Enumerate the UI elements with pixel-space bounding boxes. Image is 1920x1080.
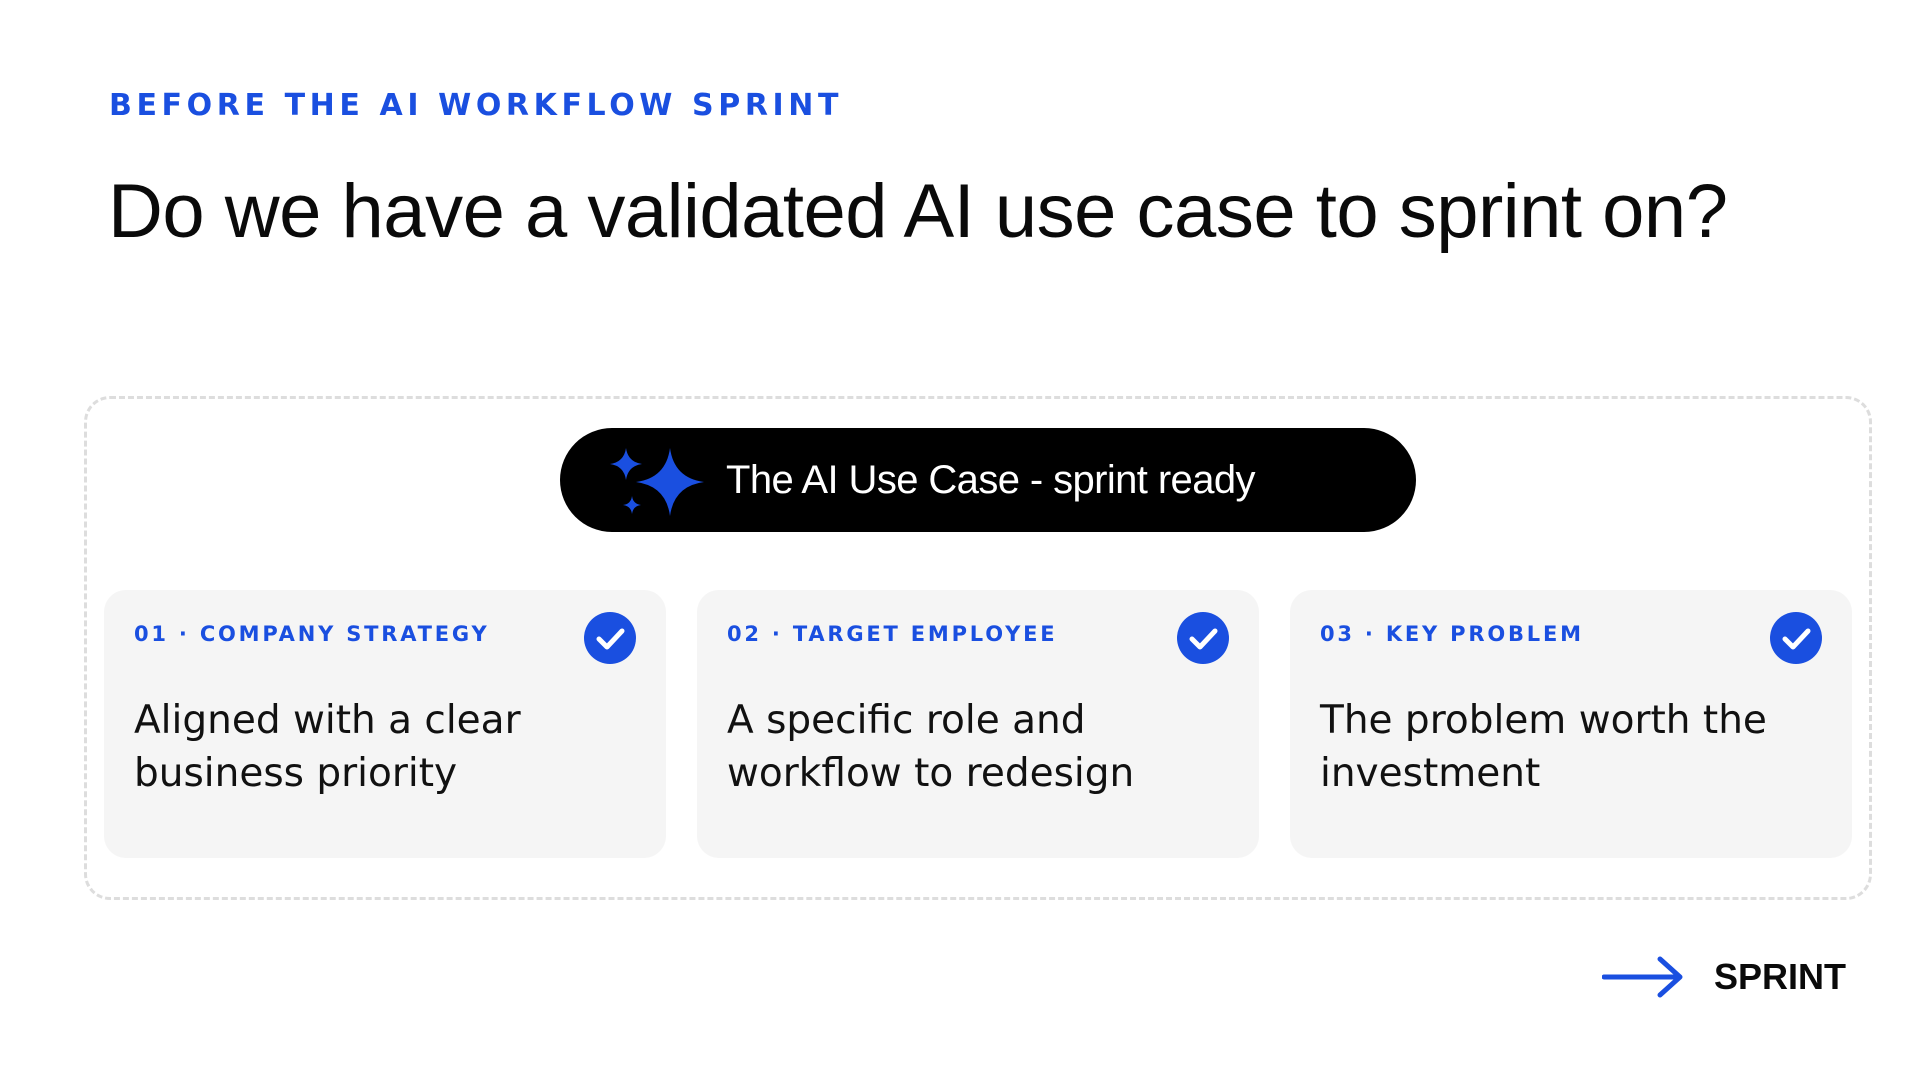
use-case-pill-label: The AI Use Case - sprint ready [726, 458, 1256, 502]
card-label: 02 · TARGET EMPLOYEE [727, 622, 1058, 646]
card-target-employee: 02 · TARGET EMPLOYEE A specific role and… [697, 590, 1259, 858]
card-company-strategy: 01 · COMPANY STRATEGY Aligned with a cle… [104, 590, 666, 858]
check-circle-icon [584, 612, 636, 664]
sparkles-icon [610, 448, 704, 516]
use-case-pill: The AI Use Case - sprint ready [560, 428, 1416, 532]
dashed-frame [84, 396, 1872, 900]
check-circle-icon [1770, 612, 1822, 664]
sprint-label: SPRINT [1714, 956, 1847, 997]
card-key-problem: 03 · KEY PROBLEM The problem worth the i… [1290, 590, 1852, 858]
card-description: The problem worth the investment [1320, 698, 1767, 796]
check-circle-icon [1177, 612, 1229, 664]
arrow-right-icon [1602, 956, 1683, 998]
card-description: A specific role and workflow to redesign [727, 698, 1135, 796]
card-label: 01 · COMPANY STRATEGY [134, 622, 490, 646]
card-label: 03 · KEY PROBLEM [1320, 622, 1584, 646]
page-title: Do we have a validated AI use case to sp… [108, 169, 1728, 254]
card-description: Aligned with a clear business priority [134, 698, 521, 796]
eyebrow-label: BEFORE THE AI WORKFLOW SPRINT [109, 88, 844, 123]
